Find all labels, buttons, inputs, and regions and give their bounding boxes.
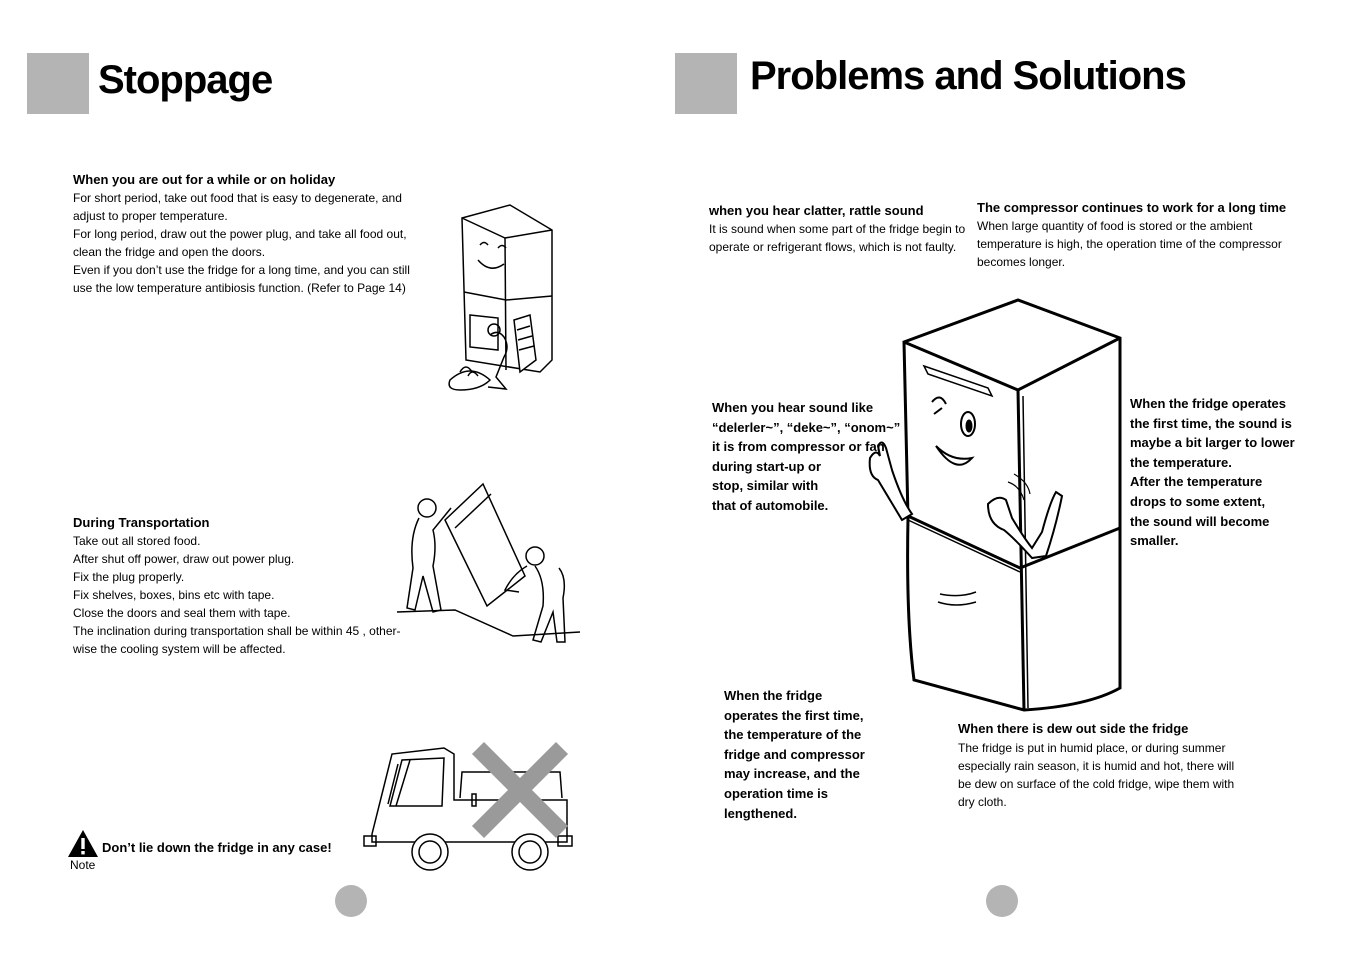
first-time-sound-line: the temperature. [1130, 454, 1232, 470]
holiday-line: adjust to proper temperature. [73, 209, 228, 223]
dew-line: especially rain season, it is humid and … [958, 759, 1235, 773]
first-time-temperature-line: the temperature of the [724, 727, 862, 743]
first-time-sound-text: When the fridge operates the first time,… [1130, 394, 1295, 551]
compressor-line: becomes longer. [977, 255, 1066, 269]
carrying-fridge-illustration [396, 482, 581, 643]
note-label: Note [70, 858, 96, 872]
first-time-sound-line: the sound will become [1130, 513, 1270, 529]
transport-line: The inclination during transportation sh… [73, 624, 401, 638]
clatter-text: It is sound when some part of the fridge… [709, 220, 965, 256]
sound-like-line: “delerler~”, “deke~”, “onom~” [712, 419, 901, 435]
transport-line: Fix shelves, boxes, bins etc with tape. [73, 588, 275, 602]
first-time-temperature-line: lengthened. [724, 805, 797, 821]
holiday-heading: When you are out for a while or on holid… [73, 172, 336, 187]
transport-line: After shut off power, draw out power plu… [73, 552, 295, 566]
dew-heading: When there is dew out side the fridge [958, 721, 1189, 736]
first-time-temperature-line: fridge and compressor [724, 746, 865, 762]
first-time-sound-line: maybe a bit larger to lower [1130, 435, 1295, 451]
holiday-line: use the low temperature antibiosis funct… [73, 281, 406, 295]
transport-text: Take out all stored food. After shut off… [73, 532, 401, 658]
page-title-stoppage: Stoppage [98, 58, 273, 102]
cartoon-fridge-illustration [868, 298, 1122, 712]
compressor-heading: The compressor continues to work for a l… [977, 200, 1287, 215]
compressor-line: When large quantity of food is stored or… [977, 219, 1253, 233]
dew-line: dry cloth. [958, 795, 1007, 809]
sound-like-text: When you hear sound like “delerler~”, “d… [712, 398, 900, 516]
warning-icon [68, 830, 98, 857]
first-time-temperature-text: When the fridge operates the first time,… [724, 686, 865, 823]
transport-line: wise the cooling system will be affected… [73, 642, 286, 656]
right-title-block [675, 53, 737, 114]
transport-heading: During Transportation [73, 515, 210, 530]
sound-like-line: during start-up or [712, 458, 822, 474]
clatter-line: operate or refrigerant flows, which is n… [709, 240, 957, 254]
prohibited-x-icon [471, 741, 569, 839]
sound-like-line: stop, similar with [712, 478, 819, 494]
clatter-line: It is sound when some part of the fridge… [709, 222, 966, 236]
dew-line: The fridge is put in humid place, or dur… [958, 741, 1226, 755]
holiday-line: Even if you don’t use the fridge for a l… [73, 263, 410, 277]
holiday-line: For short period, take out food that is … [73, 191, 402, 205]
truck-illustration [363, 747, 573, 871]
left-page-number-dot [335, 885, 367, 917]
transport-line: Take out all stored food. [73, 534, 201, 548]
cleaning-fridge-illustration [448, 204, 553, 391]
warning-text: Don’t lie down the fridge in any case! [102, 840, 332, 855]
first-time-sound-line: smaller. [1130, 533, 1179, 549]
sound-like-line: that of automobile. [712, 497, 829, 513]
clatter-heading: when you hear clatter, rattle sound [709, 203, 924, 218]
first-time-sound-line: the first time, the sound is [1130, 415, 1292, 431]
holiday-line: For long period, draw out the power plug… [73, 227, 407, 241]
transport-line: Fix the plug properly. [73, 570, 185, 584]
holiday-line: clean the fridge and open the doors. [73, 245, 266, 259]
first-time-sound-line: When the fridge operates [1130, 396, 1287, 411]
first-time-temperature-line: When the fridge [724, 688, 823, 703]
dew-text: The fridge is put in humid place, or dur… [958, 739, 1234, 811]
dew-line: be dew on surface of the cold fridge, wi… [958, 777, 1235, 791]
sound-like-line: When you hear sound like [712, 400, 874, 415]
first-time-temperature-line: operation time is [724, 785, 829, 801]
sound-like-line: it is from compressor or fan [712, 439, 885, 455]
compressor-line: temperature is high, the operation time … [977, 237, 1282, 251]
first-time-temperature-line: operates the first time, [724, 707, 864, 723]
holiday-text: For short period, take out food that is … [73, 189, 410, 297]
compressor-text: When large quantity of food is stored or… [977, 217, 1282, 271]
first-time-temperature-line: may increase, and the [724, 766, 860, 782]
first-time-sound-line: After the temperature [1130, 474, 1263, 490]
page-title-problems: Problems and Solutions [750, 54, 1187, 98]
transport-line: Close the doors and seal them with tape. [73, 606, 291, 620]
left-title-block [27, 53, 89, 114]
right-page-number-dot [986, 885, 1018, 917]
first-time-sound-line: drops to some extent, [1130, 493, 1266, 509]
